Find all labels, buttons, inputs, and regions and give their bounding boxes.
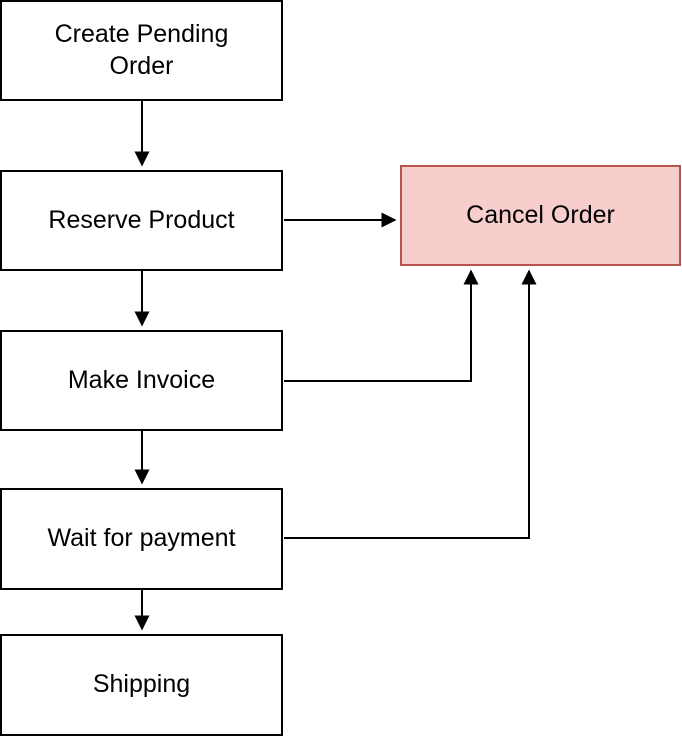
node-wait-for-payment: Wait for payment [0, 488, 283, 590]
node-label: Cancel Order [466, 200, 615, 229]
node-label: Create Pending Order [54, 20, 229, 80]
edge-wait-to-cancel [284, 269, 537, 539]
node-label: Wait for payment [47, 524, 236, 553]
edge-invoice-to-cancel [284, 269, 479, 382]
node-shipping: Shipping [0, 634, 283, 736]
node-create-pending-order: Create Pending Order [0, 0, 283, 101]
node-label: Shipping [92, 670, 191, 699]
node-label: Make Invoice [67, 365, 216, 394]
node-reserve-product: Reserve Product [0, 170, 283, 271]
node-label: Reserve Product [48, 205, 235, 234]
node-cancel-order: Cancel Order [400, 165, 681, 266]
node-make-invoice: Make Invoice [0, 330, 283, 431]
